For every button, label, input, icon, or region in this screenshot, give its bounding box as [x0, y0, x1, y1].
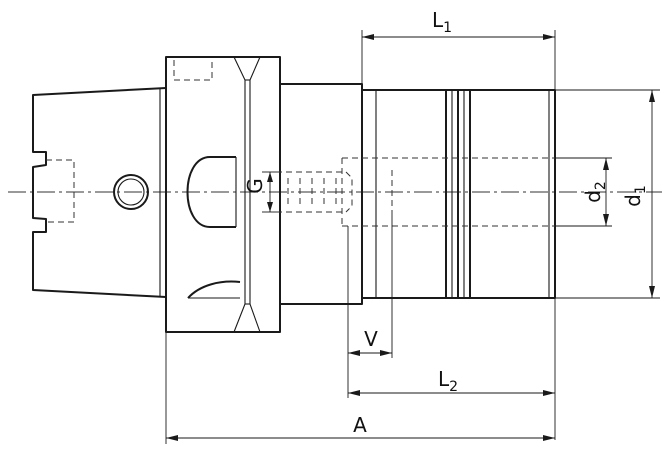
l2-label: L2: [438, 367, 458, 395]
dimension-d1: d1: [555, 89, 660, 299]
dimension-l1: L1: [361, 8, 556, 90]
hidden-bore: [276, 157, 555, 227]
cross-hole: [113, 174, 149, 210]
dimension-g: G: [243, 171, 276, 213]
dimension-v: V: [347, 216, 393, 398]
v-label: V: [364, 327, 378, 351]
a-label: A: [353, 413, 367, 437]
g-label: G: [243, 178, 267, 194]
taper-shank: [32, 87, 167, 298]
l1-label: L1: [432, 8, 452, 36]
d1-label: d1: [621, 185, 649, 207]
clamping-body: [361, 89, 556, 299]
dimension-a: A: [165, 332, 555, 444]
dimension-d2: d2: [555, 157, 612, 227]
d2-label: d2: [581, 181, 609, 203]
dimension-l2: L2: [348, 298, 556, 440]
